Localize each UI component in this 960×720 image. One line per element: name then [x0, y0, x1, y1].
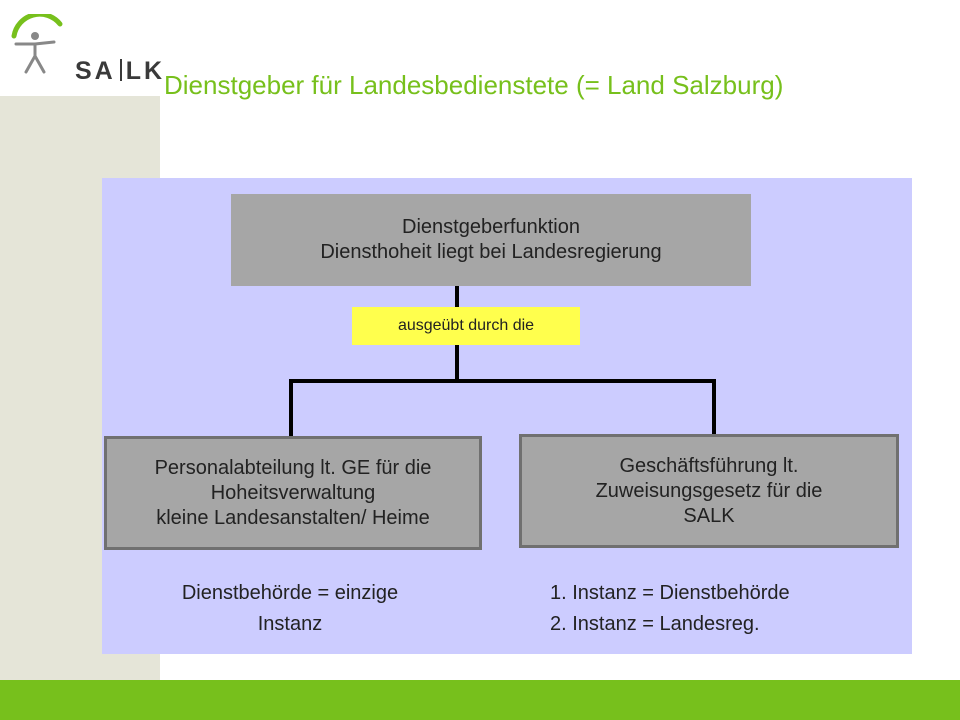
box-line: Dienstgeberfunktion	[402, 216, 580, 238]
box-line: Hoheitsverwaltung	[210, 481, 376, 504]
connector-right-drop	[712, 381, 716, 435]
note-line: Dienstbehörde = einzige	[181, 582, 399, 604]
left-authority-note: Dienstbehörde = einzige Instanz	[130, 578, 450, 640]
box-line: kleine Landesanstalten/ Heime	[156, 506, 430, 529]
management-box: Geschäftsführung lt. Zuweisungsgesetz fü…	[519, 434, 899, 548]
employer-function-box: Dienstgeberfunktion Diensthoheit liegt b…	[231, 194, 751, 286]
connector-crossbar	[289, 379, 716, 383]
note-line: 1. Instanz = Dienstbehörde	[550, 582, 790, 604]
page-title: Dienstgeber für Landesbedienstete (= Lan…	[164, 70, 784, 100]
note-line: Instanz	[257, 613, 323, 635]
figure-icon	[11, 14, 63, 74]
connector-left-drop	[289, 381, 293, 437]
footer-bar	[0, 680, 960, 720]
box-line: Diensthoheit liegt bei Landesregierung	[320, 241, 662, 263]
box-line: Geschäftsführung lt.	[619, 454, 799, 477]
box-line: Zuweisungsgesetz für die	[595, 479, 823, 502]
note-line: 2. Instanz = Landesreg.	[550, 613, 760, 635]
personnel-department-box: Personalabteilung lt. GE für die Hoheits…	[104, 436, 482, 550]
right-authority-note: 1. Instanz = Dienstbehörde 2. Instanz = …	[540, 578, 900, 640]
box-line: SALK	[683, 504, 735, 527]
box-line: Personalabteilung lt. GE für die	[154, 456, 432, 479]
connector-label: ausgeübt durch die	[352, 307, 580, 345]
